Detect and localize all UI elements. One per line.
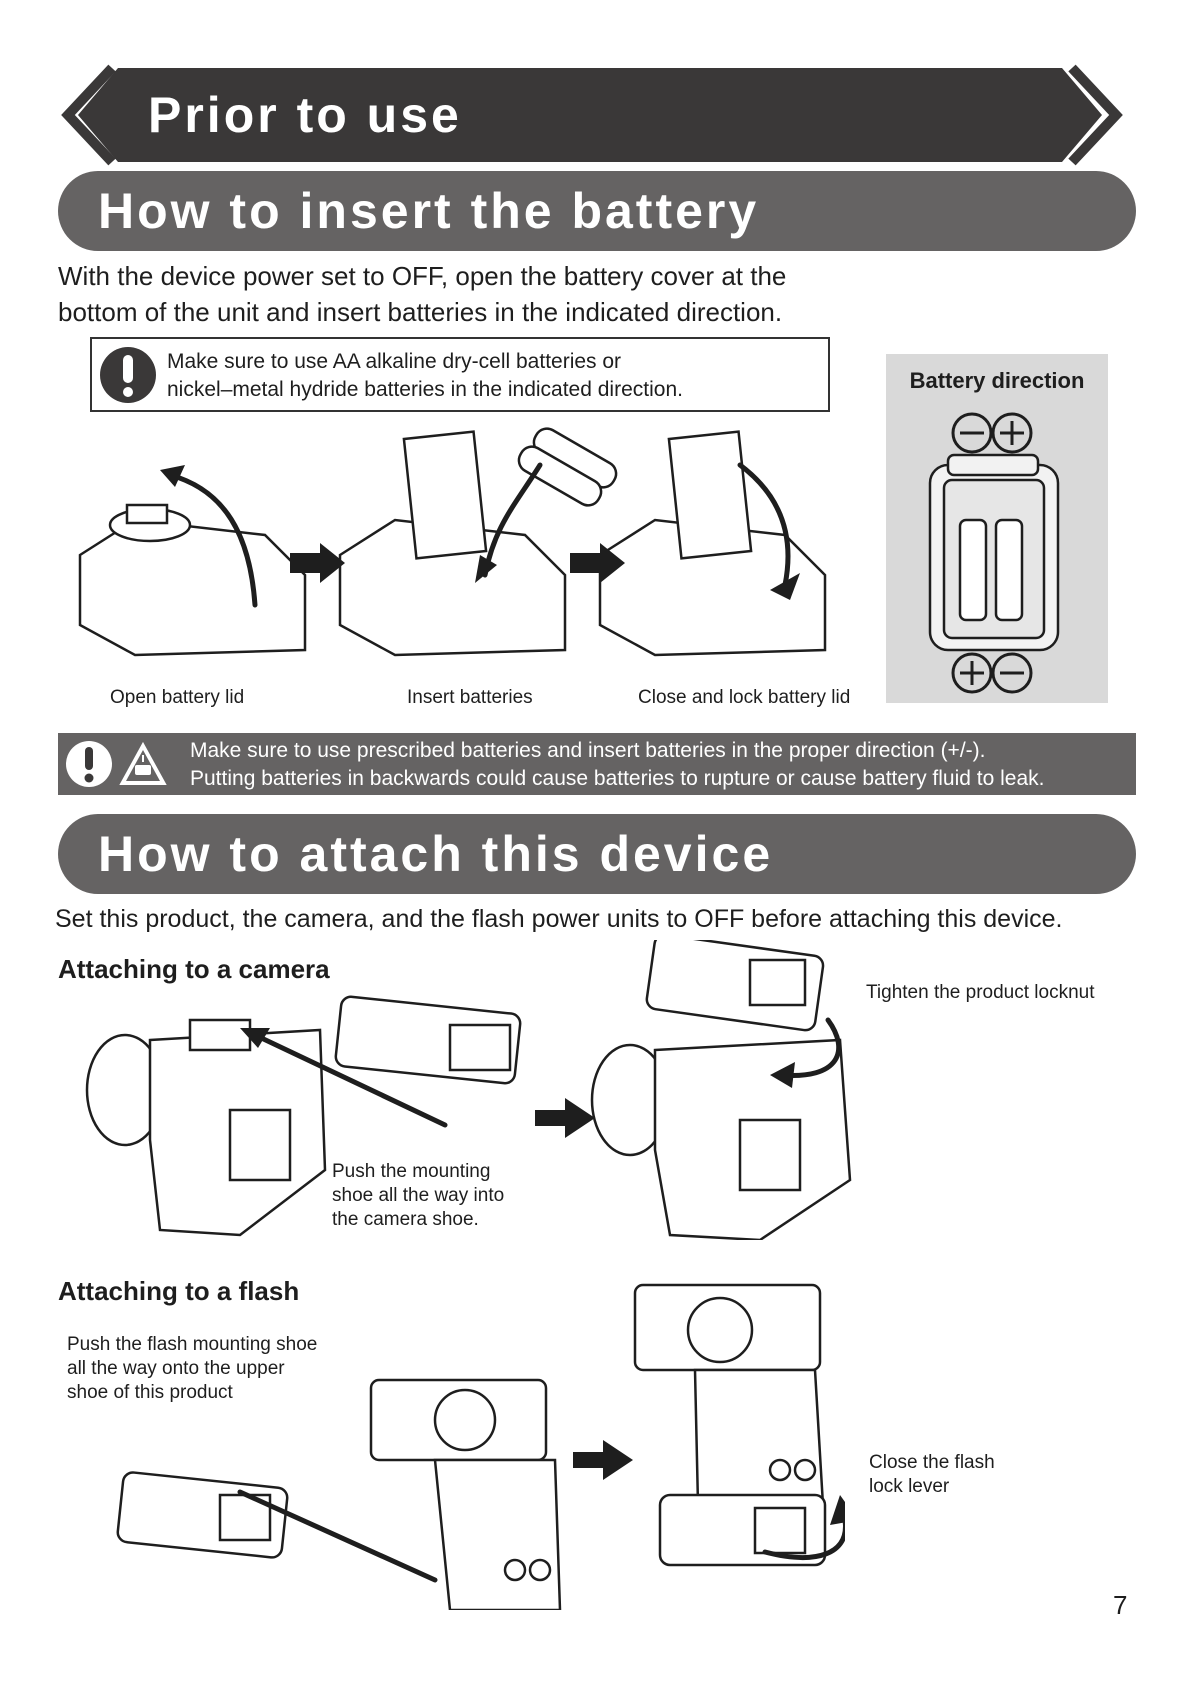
camera-push-line-1: Push the mounting <box>332 1161 491 1182</box>
flash-close-line-1: Close the flash <box>869 1452 995 1473</box>
flash-close-text: Close the flash lock lever <box>869 1451 995 1499</box>
camera-attach-illustration <box>85 940 852 1240</box>
warning-line-1: Make sure to use prescribed batteries an… <box>190 739 986 762</box>
camera-push-text: Push the mounting shoe all the way into … <box>332 1160 504 1232</box>
step-caption-close: Close and lock battery lid <box>638 687 851 708</box>
camera-push-line-2: shoe all the way into <box>332 1185 505 1206</box>
section-title-attach: How to attach this device <box>98 826 774 882</box>
flash-close-line-2: lock lever <box>869 1476 950 1497</box>
section-header-battery <box>58 171 1136 251</box>
flash-subheading: Attaching to a flash <box>58 1276 300 1306</box>
camera-subheading: Attaching to a camera <box>58 954 330 984</box>
camera-push-line-3: the camera shoe. <box>332 1209 479 1230</box>
attach-intro: Set this product, the camera, and the fl… <box>55 905 1063 933</box>
top-banner <box>61 64 1123 166</box>
battery-direction-label: Battery direction <box>909 368 1085 393</box>
warning-bar <box>58 733 1136 795</box>
note-line-2: nickel–metal hydride batteries in the in… <box>167 378 683 401</box>
battery-compartment-diagram <box>928 412 1060 694</box>
caution-icon <box>66 741 112 787</box>
note-text: Make sure to use AA alkaline dry-cell ba… <box>167 348 683 404</box>
page-number: 7 <box>1113 1590 1128 1620</box>
warning-line-2: Putting batteries in backwards could cau… <box>190 767 1045 790</box>
flash-push-line-2: all the way onto the upper <box>67 1358 285 1379</box>
caution-icon <box>100 347 156 403</box>
flash-attach-illustration <box>116 1283 845 1610</box>
step-caption-open: Open battery lid <box>110 687 245 708</box>
page-title: Prior to use <box>148 87 462 143</box>
note-line-1: Make sure to use AA alkaline dry-cell ba… <box>167 350 622 373</box>
flash-push-line-1: Push the flash mounting shoe <box>67 1334 318 1355</box>
battery-intro-line-1: With the device power set to OFF, open t… <box>58 261 787 291</box>
battery-explosion-warning-icon <box>119 741 167 785</box>
tighten-locknut-text: Tighten the product locknut <box>866 982 1095 1003</box>
flash-push-line-3: shoe of this product <box>67 1382 233 1403</box>
note-box <box>90 337 830 412</box>
section-header-attach <box>58 814 1136 894</box>
flash-push-text: Push the flash mounting shoe all the way… <box>67 1333 317 1405</box>
battery-steps-illustration <box>78 427 827 657</box>
warning-text: Make sure to use prescribed batteries an… <box>190 737 1044 793</box>
section-title-battery: How to insert the battery <box>98 183 760 239</box>
battery-intro-line-2: bottom of the unit and insert batteries … <box>58 297 783 327</box>
step-caption-insert: Insert batteries <box>407 687 533 708</box>
